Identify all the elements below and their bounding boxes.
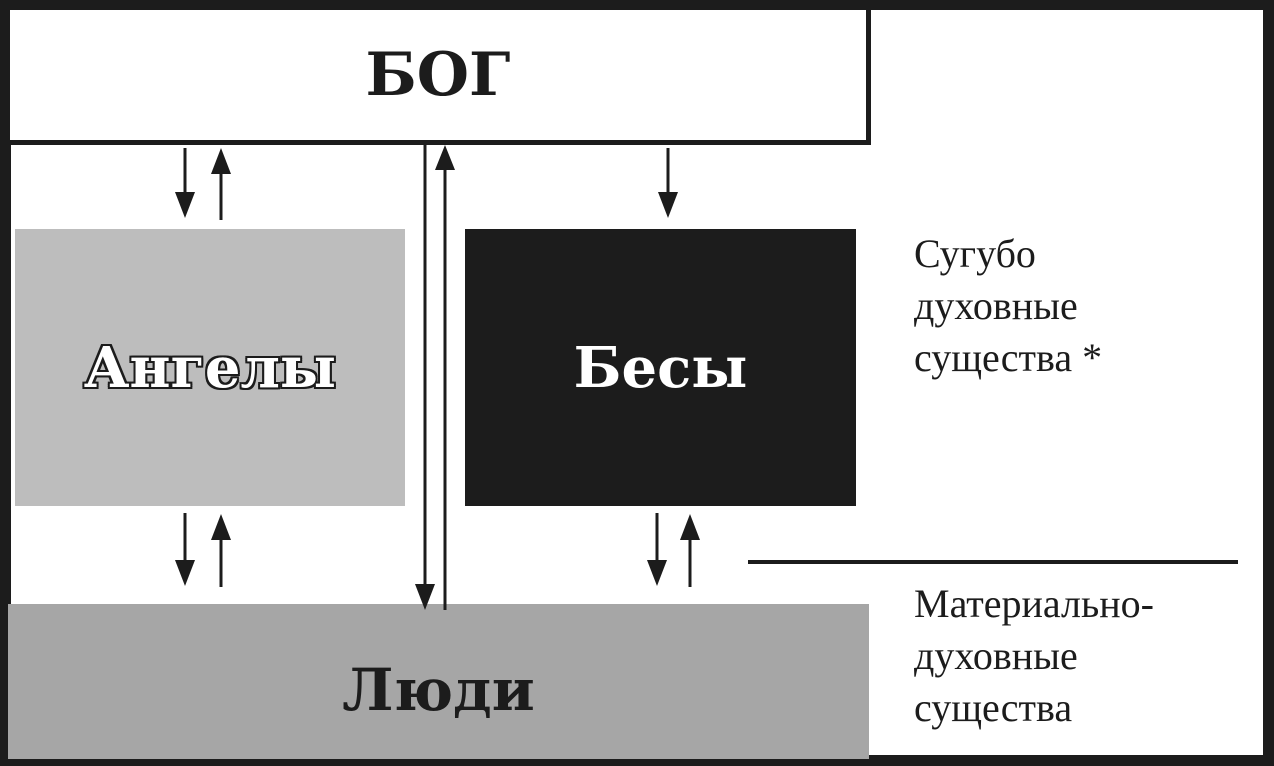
demons-label: Бесы: [573, 334, 748, 401]
people-box: Люди: [8, 604, 869, 759]
spiritual-beings-label: Сугубо духовные существа *: [914, 231, 1103, 380]
god-box: БОГ: [5, 5, 871, 145]
demons-box: Бесы: [465, 229, 856, 506]
material-spiritual-beings-label: Материально- духовные существа: [914, 581, 1154, 730]
people-label: Люди: [342, 655, 535, 724]
god-label: БОГ: [365, 40, 511, 110]
angels-box: Ангелы: [15, 229, 405, 506]
angels-label: Ангелы: [83, 334, 337, 401]
